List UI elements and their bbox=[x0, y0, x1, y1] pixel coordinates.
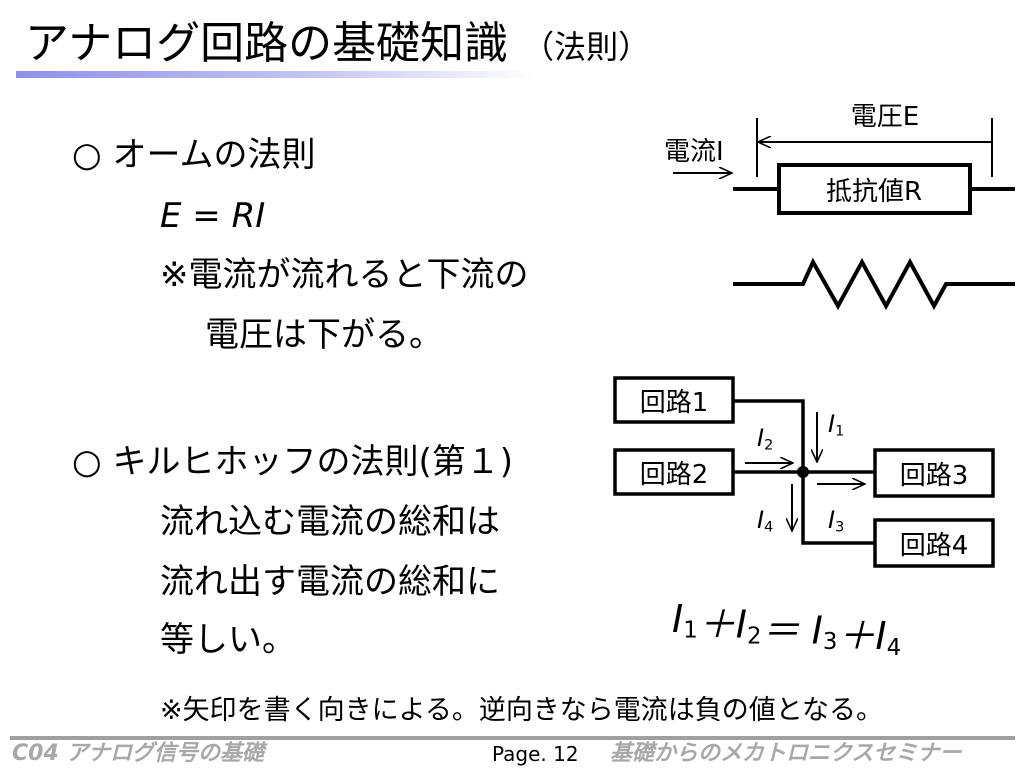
title-underline bbox=[16, 71, 536, 78]
circuit-box-4 bbox=[873, 518, 995, 568]
footer-seminar-name: 基礎からのメカトロニクスセミナー bbox=[610, 741, 962, 766]
footer-page-number: Page. 12 bbox=[492, 742, 579, 766]
voltage-label: 電圧E bbox=[851, 102, 919, 132]
circuit-diagrams: 電圧E 電流I 抵抗値R 回路1 回路2 回路3 回路4 I1 I2 I3 I4… bbox=[613, 102, 1015, 661]
slide-title: アナログ回路の基礎知識 （法則） bbox=[25, 18, 650, 73]
circuit-label-2: 回路2 bbox=[640, 460, 709, 490]
kirchhoff-equation: I1＋I2＝ I3＋I4 bbox=[672, 597, 901, 661]
current-label-i1: I1 bbox=[828, 410, 844, 440]
ohm-note-line2: 電圧は下がる。 bbox=[205, 315, 443, 355]
kirchhoff-line3: 等しい。 bbox=[160, 620, 296, 660]
ohm-diagram: 電圧E 電流I 抵抗値R bbox=[664, 102, 1015, 311]
circuit-box-3 bbox=[873, 448, 995, 498]
current-label-i3: I3 bbox=[828, 506, 844, 536]
junction-node bbox=[797, 466, 809, 478]
resistor-label: 抵抗値R bbox=[826, 177, 922, 207]
ohm-formula: E = RI bbox=[160, 196, 266, 236]
title-main: アナログ回路の基礎知識 bbox=[25, 18, 509, 69]
circuit-label-1: 回路1 bbox=[640, 388, 709, 418]
footer-divider bbox=[10, 736, 1015, 740]
kirchhoff-diagram: 回路1 回路2 回路3 回路4 I1 I2 I3 I4 I1＋I2＝ I3＋I4 bbox=[613, 376, 995, 661]
resistor-zigzag-symbol bbox=[733, 257, 1015, 311]
current-label-i2: I2 bbox=[757, 424, 773, 454]
current-label-i4: I4 bbox=[757, 506, 773, 536]
kirchhoff-line2: 流れ出す電流の総和に bbox=[160, 562, 500, 602]
footer-chapter: C04 アナログ信号の基礎 bbox=[12, 741, 264, 766]
ohm-note-line1: ※電流が流れると下流の bbox=[160, 255, 529, 295]
ohm-heading: ○ オームの法則 bbox=[72, 135, 316, 175]
current-label: 電流I bbox=[664, 137, 724, 167]
arrow-direction-note: ※矢印を書く向きによる。逆向きなら電流は負の値となる。 bbox=[160, 695, 884, 726]
kirchhoff-line1: 流れ込む電流の総和は bbox=[160, 502, 500, 542]
circuit-box-1 bbox=[613, 376, 735, 424]
circuit-label-4: 回路4 bbox=[900, 531, 969, 561]
circuit-label-3: 回路3 bbox=[900, 461, 969, 491]
kirchhoff-heading: ○ キルヒホッフの法則(第１) bbox=[72, 442, 514, 482]
resistor-box bbox=[777, 163, 972, 215]
circuit-box-2 bbox=[613, 448, 735, 496]
title-sub: （法則） bbox=[522, 28, 651, 66]
